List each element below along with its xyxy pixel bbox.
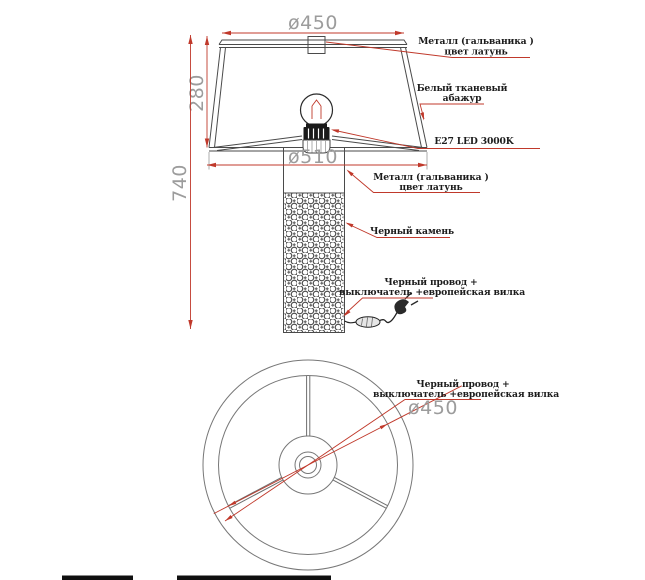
annotation-stone: Черный камень [370, 226, 454, 237]
annotation-cord-front-line1: Черный провод + [384, 277, 477, 288]
dim-bottom-diameter-label: ø510 [288, 146, 338, 168]
bottom-spokes [228, 376, 388, 509]
power-cord [344, 292, 419, 328]
annotation-shade-line1: Белый тканевый [417, 83, 508, 94]
bottom-hub-ring [278, 435, 338, 495]
cord-switch [355, 316, 381, 328]
bulb-socket [302, 123, 331, 154]
dim-shade-height-label: 280 [186, 74, 208, 112]
lamp-base [283, 147, 345, 333]
bottom-outer-rim [202, 359, 414, 571]
dimension-top-diameter: ø450 [222, 12, 404, 36]
bottom-socket-ring-inner [299, 456, 317, 474]
shade-top-fitting [307, 36, 326, 54]
dim-top-diameter-label: ø450 [288, 12, 338, 34]
dimension-bottom-diameter: ø510 [207, 146, 428, 170]
leader-fabric-shade: Белый тканевый абажур [417, 83, 508, 121]
annotation-cord-front-line2: выключатель +европейская вилка [339, 287, 525, 298]
leader-metal-base: Металл (гальваника ) цвет латунь [346, 169, 489, 193]
bottom-view [202, 359, 414, 571]
leader-stone: Черный камень [345, 222, 454, 238]
dim-total-height-label: 740 [169, 164, 191, 202]
leader-cord-bottom: Черный провод + выключатель +европейская… [224, 379, 559, 522]
annotation-metal-top-line1: Металл (гальваника ) [418, 36, 533, 47]
dimension-bottom-view-diameter: ø450 [213, 385, 463, 514]
leader-bulb: E27 LED 3000K [331, 129, 540, 149]
cord-plug [394, 299, 409, 315]
annotation-bulb: E27 LED 3000K [434, 136, 514, 147]
bottom-inner-rim [218, 375, 398, 555]
annotation-metal-base-line2: цвет латунь [399, 182, 462, 193]
leader-cord-front: Черный провод + выключатель +европейская… [339, 277, 525, 317]
dim-bottom-view-diameter-label: ø450 [408, 397, 458, 419]
dimension-total-height: 740 [169, 35, 193, 329]
dimension-shade-height: 280 [186, 36, 210, 148]
bottom-edge-bars [62, 575, 331, 580]
annotation-metal-base-line1: Металл (гальваника ) [373, 172, 488, 183]
annotation-cord-bottom-line2: выключатель +европейская вилка [373, 389, 559, 400]
annotation-cord-bottom-line1: Черный провод + [416, 379, 509, 390]
bulb-filament [311, 99, 322, 119]
bottom-socket-ring-outer [294, 451, 322, 479]
annotation-metal-top-line2: цвет латунь [444, 47, 507, 58]
leader-metal-top: Металл (гальваника ) цвет латунь [325, 36, 534, 58]
annotation-shade-line2: абажур [443, 93, 482, 104]
stone-pattern [284, 193, 344, 332]
